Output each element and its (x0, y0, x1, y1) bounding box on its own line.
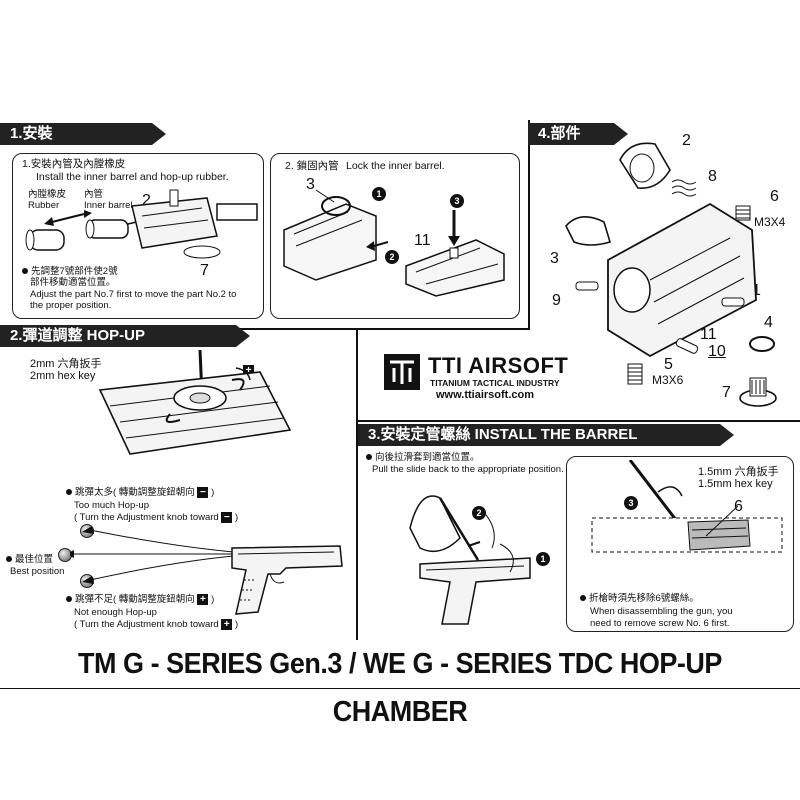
part-9: 9 (552, 292, 561, 309)
screw-detail-box (566, 456, 794, 632)
installation-header: 1.安裝 INSTALLATION (0, 123, 166, 164)
minus-icon: − (197, 486, 209, 498)
pull-slide-zh: 向後拉滑套到適當位置。 (366, 451, 480, 464)
bullet-icon (66, 596, 72, 603)
footer-title: TM G - SERIES Gen.3 / WE G - SERIES TDC … (78, 648, 722, 728)
marker-1: 1 (372, 187, 386, 201)
part-2: 2 (682, 132, 691, 149)
trajectory-lines (70, 526, 261, 584)
step2-title-zh: 2. 鎖固內管 (285, 160, 339, 172)
part-5: 5 (664, 356, 673, 373)
plus-sign-icon: + (243, 365, 254, 376)
bullet-icon (6, 556, 12, 563)
pull-slide-zh-text: 向後拉滑套到適當位置。 (375, 452, 480, 463)
not-enough-turn-close: ) (234, 619, 239, 630)
rubber-label-en: Rubber (28, 200, 60, 211)
footer-rule (0, 688, 800, 689)
part-m3x6: M3X6 (652, 373, 684, 387)
warn-zh: 折槍時須先移除6號螺絲。 (580, 592, 699, 605)
step1-note-zh-2: 部件移動適當位置。 (30, 277, 116, 288)
too-much-zh-text: 跳彈太多( 轉動調整旋鈕朝向 (75, 487, 195, 498)
screw-detail-diagram (591, 460, 783, 553)
not-enough-close: ) (211, 594, 215, 605)
part-m3x4: M3X4 (754, 215, 786, 229)
too-much-en: Too much Hop-up (74, 500, 149, 511)
callout-3: 3 (306, 176, 315, 193)
parts-header: 4.部件 PARTS (528, 123, 628, 164)
slide-pull-diagram (409, 495, 531, 625)
hopup-header: 2.彈道調整 HOP-UP ADJUSTMENT (0, 325, 250, 366)
part-11: 11 (700, 326, 717, 343)
part-8: 8 (708, 168, 717, 185)
inner-barrel-diagram (25, 189, 258, 259)
not-enough-turn: ( Turn the Adjustment knob toward + ) (74, 618, 238, 631)
not-enough-zh: 跳彈不足( 轉動調整旋鈕朝向 + ) (66, 593, 214, 606)
bullet-icon (22, 268, 28, 275)
best-position-zh: 最佳位置 (6, 553, 53, 566)
bullet-icon (66, 489, 72, 496)
part-1: 1 (752, 282, 761, 299)
step1-note-zh-1-text: 先調整7號部件使2號 (31, 266, 118, 277)
too-much-turn-close: ) (234, 512, 239, 523)
screw-marker-1: 1 (536, 552, 550, 566)
rubber-label-zh: 內膛橡皮 (28, 189, 67, 200)
part-7: 7 (722, 384, 731, 401)
warn-zh-text: 折槍時須先移除6號螺絲。 (589, 593, 699, 604)
callout-2: 2 (142, 192, 151, 209)
too-much-close: ) (211, 487, 215, 498)
tti-logo-icon (384, 354, 420, 390)
barrel-label-en: Inner barrel (84, 200, 133, 211)
hex-key-1-5-zh: 1.5mm 六角扳手 (698, 466, 779, 478)
parts-exploded-diagram (565, 142, 777, 407)
too-much-turn: ( Turn the Adjustment knob toward − ) (74, 511, 238, 524)
warn-en-2: need to remove screw No. 6 first. (590, 618, 730, 629)
part-3: 3 (550, 250, 559, 267)
logo-tagline: TITANIUM TACTICAL INDUSTRY (430, 378, 560, 388)
part-4: 4 (764, 314, 773, 331)
step1-title-en: Install the inner barrel and hop-up rubb… (36, 171, 229, 183)
part-10: 10 (708, 343, 726, 360)
marker-3: 3 (450, 194, 464, 208)
install-step2-box (270, 153, 520, 319)
lock-barrel-diagram (283, 189, 505, 297)
too-much-zh: 跳彈太多( 轉動調整旋鈕朝向 − ) (66, 486, 214, 499)
bullet-icon (580, 595, 586, 602)
plus-icon: + (221, 618, 233, 630)
minus-icon: − (221, 511, 233, 523)
callout-11: 11 (414, 232, 431, 249)
screw-callout-6: 6 (734, 498, 743, 515)
step1-title-zh: 1.安裝內管及內膛橡皮 (22, 158, 126, 170)
plus-icon: + (197, 593, 209, 605)
install-step1-box (12, 153, 264, 319)
warn-en-1: When disassembling the gun, you (590, 606, 733, 617)
hex-key-en: 2mm hex key (30, 370, 96, 382)
marker-2: 2 (385, 250, 399, 264)
part-6: 6 (770, 188, 779, 205)
not-enough-zh-text: 跳彈不足( 轉動調整旋鈕朝向 (75, 594, 195, 605)
screw-marker-2: 2 (472, 506, 486, 520)
hex-key-1-5-en: 1.5mm hex key (698, 478, 773, 490)
best-zh-text: 最佳位置 (15, 554, 54, 565)
not-enough-turn-text: ( Turn the Adjustment knob toward (74, 619, 219, 630)
screws-frame (356, 420, 800, 640)
pistol-icon (231, 545, 343, 615)
barrel-label-zh: 內管 (84, 189, 104, 200)
screws-header: 3.安裝定管螺絲 INSTALL THE BARREL SECURING SCR… (358, 424, 734, 465)
not-enough-en: Not enough Hop-up (74, 607, 157, 618)
pull-slide-en: Pull the slide back to the appropriate p… (372, 464, 564, 475)
step1-note-en-1: Adjust the part No.7 first to move the p… (30, 289, 237, 300)
step2-title-en: Lock the inner barrel. (346, 160, 445, 172)
logo-url: www.ttiairsoft.com (436, 389, 534, 401)
too-much-turn-text: ( Turn the Adjustment knob toward (74, 512, 219, 523)
hopup-adjust-diagram (98, 350, 292, 455)
hex-key-zh: 2mm 六角扳手 (30, 358, 102, 370)
installation-frame (0, 120, 530, 330)
step1-note-zh-1: 先調整7號部件使2號 (22, 265, 118, 278)
callout-7: 7 (200, 262, 209, 279)
logo-brand: TTI AIRSOFT (428, 353, 569, 378)
step1-note-en-2: the proper position. (30, 300, 112, 311)
bullet-icon (366, 454, 372, 461)
best-position-en: Best position (10, 566, 65, 577)
screw-marker-3: 3 (624, 496, 638, 510)
